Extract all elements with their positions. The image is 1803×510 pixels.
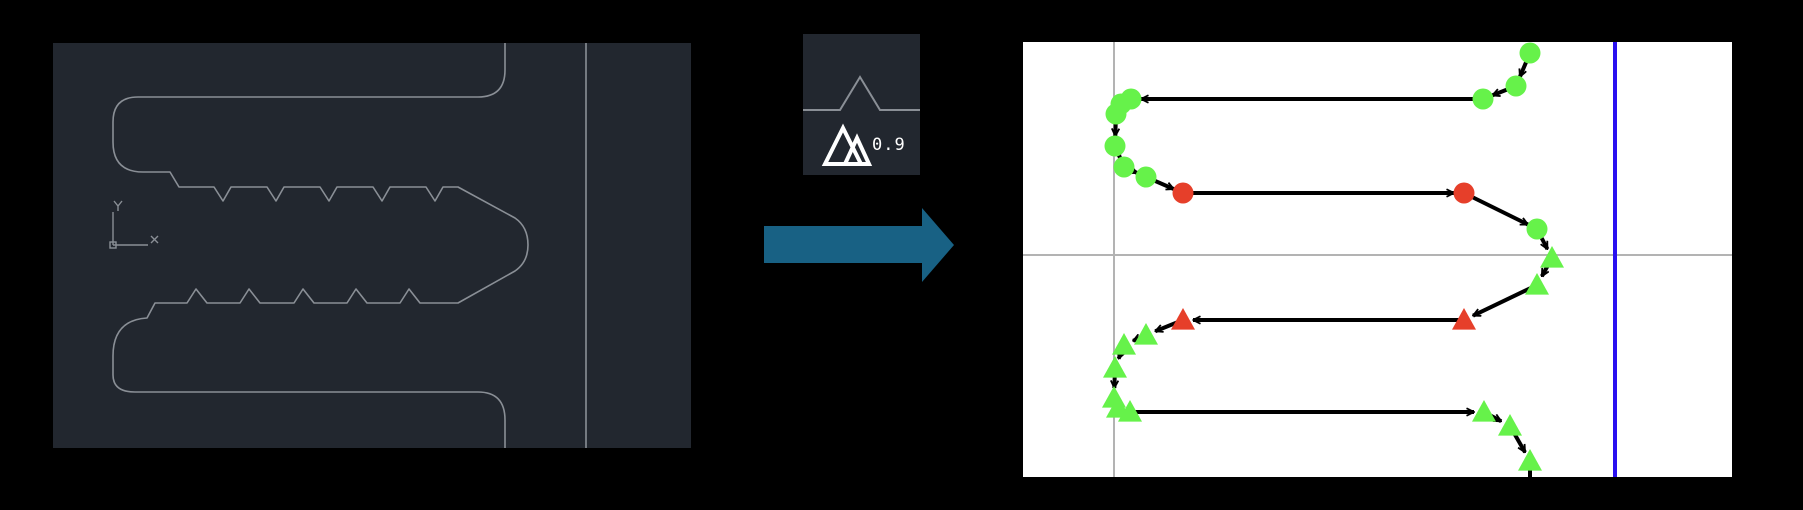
circle-marker	[1105, 103, 1127, 125]
triangle-marker	[1112, 333, 1136, 355]
circle-marker	[1519, 42, 1541, 64]
detected-circle-marker	[1172, 182, 1194, 204]
detected-triangle-marker	[1171, 308, 1195, 330]
triangle-marker	[1472, 400, 1496, 422]
feature-legend: 0.9	[803, 34, 920, 175]
trajectory-segment	[1473, 283, 1538, 318]
triangle-marker	[1134, 323, 1158, 345]
triangle-marker	[1518, 449, 1542, 471]
trajectory-markers	[1102, 42, 1564, 471]
triangle-marker	[1118, 400, 1142, 422]
key-profile-drawing	[109, 43, 587, 448]
detected-triangle-marker	[1452, 308, 1476, 330]
ucs-axis-icon	[109, 200, 159, 249]
upper-profile-outline	[112, 43, 529, 448]
trajectory-plot-canvas	[1023, 42, 1732, 477]
triangle-marker	[1498, 414, 1522, 436]
circle-marker	[1526, 218, 1548, 240]
circle-marker	[1113, 156, 1135, 178]
legend-value: 0.9	[872, 135, 906, 155]
trajectory-plot	[1023, 42, 1732, 477]
circle-marker	[1135, 166, 1157, 188]
circle-marker	[1505, 75, 1527, 97]
trajectory-segment	[1463, 191, 1528, 227]
triangle-marker	[1540, 246, 1564, 268]
peak-profile-icon	[803, 75, 920, 166]
cad-drawing-panel	[53, 43, 691, 448]
triangle-marker	[1525, 273, 1549, 295]
detected-circle-marker	[1453, 182, 1475, 204]
circle-marker	[1104, 135, 1126, 157]
circle-marker	[1472, 88, 1494, 110]
triangle-marker	[1103, 356, 1127, 378]
